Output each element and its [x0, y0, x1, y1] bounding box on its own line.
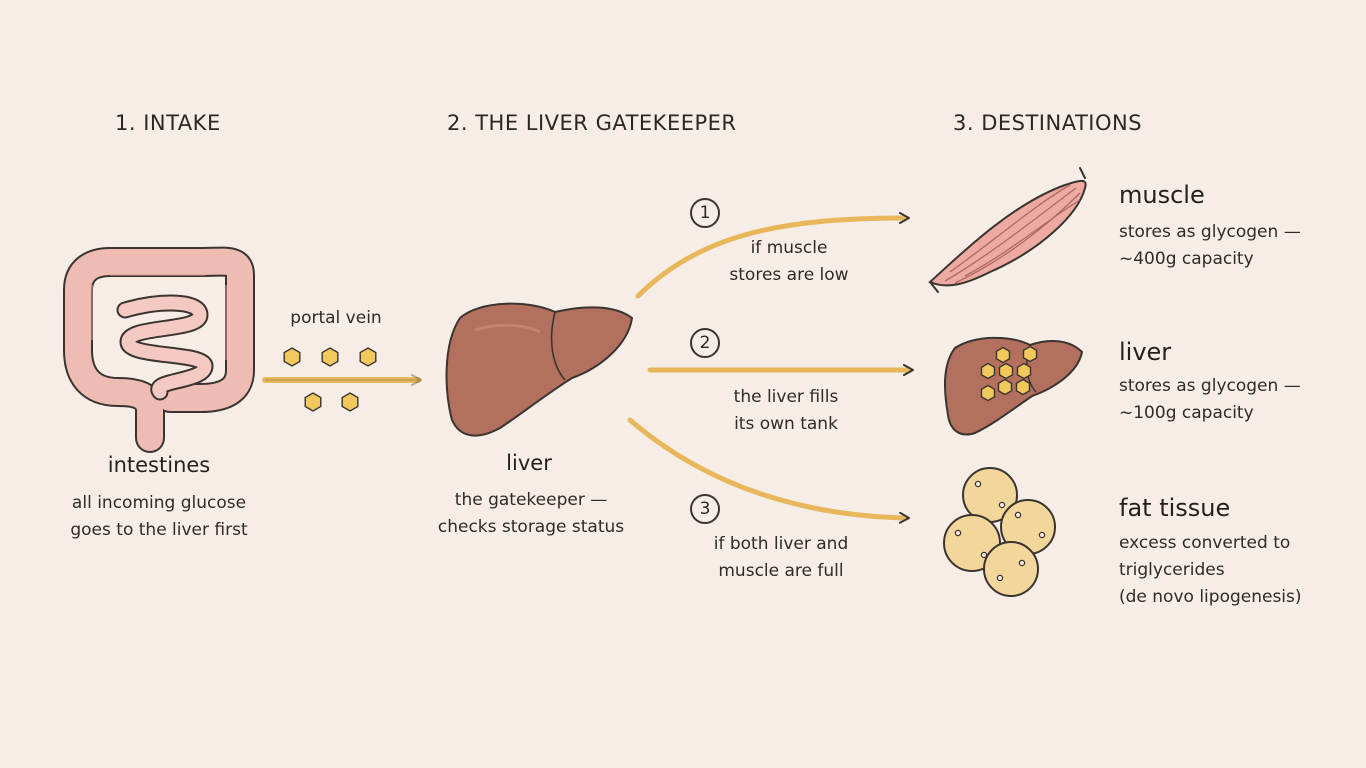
destination-fat-desc: excess converted to triglycerides (de no… — [1119, 530, 1302, 611]
liver-label: liver — [506, 451, 552, 475]
route-2-number: 2 — [690, 328, 720, 358]
destination-liver-title: liver — [1119, 338, 1172, 366]
fat-cells-illustration — [943, 467, 1056, 597]
section-gatekeeper-heading: 2. THE LIVER GATEKEEPER — [447, 111, 737, 135]
glucose-hexagon-icon — [1022, 345, 1038, 363]
glucose-hexagon-icon — [1016, 362, 1032, 380]
intestines-desc-line1: all incoming glucose — [71, 493, 247, 513]
destination-fat-title: fat tissue — [1119, 494, 1231, 522]
destination-fat-line3: (de novo lipogenesis) — [1119, 587, 1302, 607]
route-1-arrow — [635, 215, 908, 299]
intestines-illustration — [63, 246, 255, 453]
liver-illustration — [445, 302, 634, 437]
destination-fat-line2: triglycerides — [1119, 560, 1225, 580]
glucose-hexagon-icon — [359, 347, 377, 367]
muscle-illustration — [928, 167, 1087, 293]
route-3-line1: if both liver and — [713, 534, 849, 554]
portal-vein-label: portal vein — [290, 308, 382, 328]
route-1-line1: if muscle — [750, 238, 828, 258]
route-3-line2: muscle are full — [718, 561, 844, 581]
glucose-hexagon-icon — [980, 384, 996, 402]
intestines-desc-line2: goes to the liver first — [70, 520, 248, 540]
route-2-line2: its own tank — [734, 414, 838, 434]
glucose-hexagon-icon — [980, 362, 996, 380]
route-2-label: the liver fills its own tank — [734, 384, 839, 438]
section-intake-heading: 1. INTAKE — [115, 111, 221, 135]
glucose-hexagons — [283, 347, 377, 412]
route-2-line1: the liver fills — [733, 387, 839, 407]
liver-desc-line1: the gatekeeper — — [454, 490, 608, 510]
destination-muscle-title: muscle — [1119, 181, 1205, 209]
destination-muscle-line1: stores as glycogen — — [1119, 222, 1301, 242]
intestines-desc: all incoming glucose goes to the liver f… — [70, 490, 247, 544]
destination-muscle-line2: ~400g capacity — [1119, 249, 1254, 269]
destination-muscle-desc: stores as glycogen — ~400g capacity — [1119, 219, 1301, 273]
section-destinations-heading: 3. DESTINATIONS — [953, 111, 1143, 135]
route-3-number: 3 — [690, 494, 720, 524]
liver-glycogen-illustration — [943, 336, 1084, 436]
glucose-hexagon-icon — [304, 392, 322, 412]
glucose-hexagon-icon — [321, 347, 339, 367]
glucose-hexagon-icon — [1015, 378, 1031, 396]
route-1-number: 1 — [690, 198, 720, 228]
route-1-line2: stores are low — [729, 265, 849, 285]
glycogen-hexagons — [980, 345, 1038, 402]
route-1-label: if muscle stores are low — [729, 235, 848, 289]
destination-liver-line1: stores as glycogen — — [1119, 376, 1301, 396]
glucose-hexagon-icon — [283, 347, 301, 367]
liver-desc-line2: checks storage status — [437, 517, 625, 537]
destination-liver-line2: ~100g capacity — [1119, 403, 1254, 423]
glucose-hexagon-icon — [341, 392, 359, 412]
intestines-label: intestines — [107, 453, 211, 477]
route-3-label: if both liver and muscle are full — [714, 531, 849, 585]
destination-liver-desc: stores as glycogen — ~100g capacity — [1119, 373, 1301, 427]
glucose-hexagon-icon — [998, 362, 1014, 380]
destination-fat-line1: excess converted to — [1119, 533, 1291, 553]
liver-desc: the gatekeeper — checks storage status — [438, 487, 624, 541]
route-3-arrow — [627, 417, 908, 521]
glucose-hexagon-icon — [997, 378, 1013, 396]
glucose-hexagon-icon — [995, 346, 1011, 364]
